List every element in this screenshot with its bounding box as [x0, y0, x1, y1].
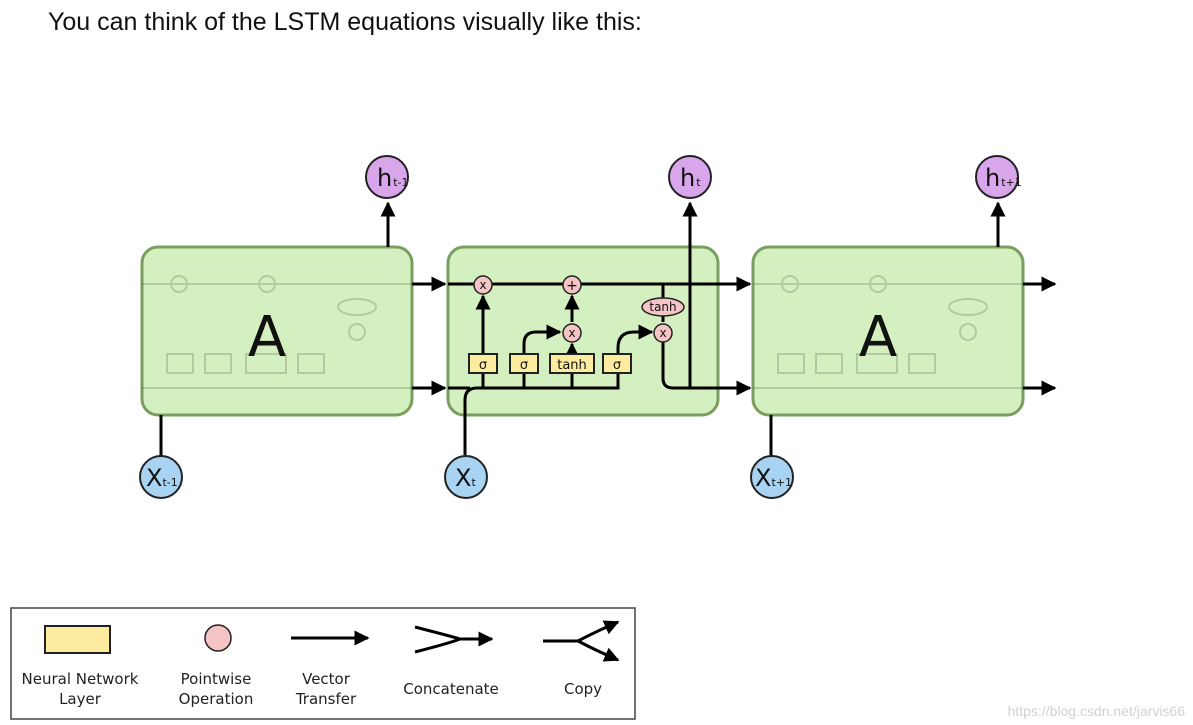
legend: Neural Network Layer Pointwise Operation…: [10, 607, 636, 720]
output-gate-label: σ: [613, 358, 621, 373]
x-node-prev: Xt-1: [139, 455, 183, 499]
candidate-tanh-label: tanh: [557, 358, 587, 373]
h-node-next: ht+1: [975, 155, 1022, 199]
legend-label-neural-network-line2: Layer: [59, 690, 102, 708]
legend-label-vector-line2: Transfer: [295, 690, 357, 708]
svg-text:Xt: Xt: [455, 464, 476, 492]
cell-right-faded-internals: [753, 275, 1023, 389]
legend-label-pointwise-line1: Pointwise: [181, 670, 252, 688]
x-current-base: X: [455, 464, 471, 492]
cell-right: A: [751, 245, 1025, 417]
legend-label-concatenate: Concatenate: [403, 680, 499, 698]
x-next-base: X: [755, 464, 771, 492]
page-heading: You can think of the LSTM equations visu…: [48, 8, 642, 36]
legend-label-pointwise-line2: Operation: [179, 690, 254, 708]
output-multiply-symbol: x: [659, 326, 666, 340]
forget-multiply-symbol: x: [479, 278, 486, 292]
cell-left-faded-internals: [142, 275, 412, 389]
middle-cell-wiring: [448, 201, 718, 455]
legend-label-vector-line1: Vector: [302, 670, 351, 688]
forget-gate-layer: σ: [468, 353, 498, 374]
legend-copy-icon: [543, 620, 620, 662]
output-tanh-symbol: tanh: [649, 300, 676, 314]
cell-left-label: A: [248, 305, 286, 370]
output-tanh-op: tanh: [641, 297, 685, 317]
input-multiply-symbol: x: [568, 326, 575, 340]
legend-label-neural-network-line1: Neural Network: [22, 670, 139, 688]
cell-middle: [446, 245, 720, 417]
cell-right-label: A: [859, 305, 897, 370]
h-next-sub: t+1: [1001, 176, 1022, 189]
legend-label-copy: Copy: [564, 680, 602, 698]
gate-layers: σ σ tanh σ: [468, 353, 632, 374]
svg-text:Xt+1: Xt+1: [755, 464, 792, 492]
candidate-tanh-layer: tanh: [549, 353, 595, 374]
h-prev-sub: t-1: [393, 176, 408, 189]
svg-text:ht-1: ht-1: [377, 164, 409, 192]
h-node-prev: ht-1: [365, 155, 409, 199]
input-nodes: Xt-1 Xt Xt+1: [139, 455, 794, 499]
h-next-base: h: [985, 164, 1000, 192]
input-multiply-op: x: [562, 323, 582, 343]
h-node-current: ht: [668, 155, 712, 199]
inter-cell-arrows: [412, 276, 1057, 396]
input-gate-label: σ: [520, 358, 528, 373]
add-symbol: +: [566, 278, 578, 294]
input-gate-layer: σ: [509, 353, 539, 374]
output-gate-layer: σ: [602, 353, 632, 374]
forget-gate-label: σ: [479, 358, 487, 373]
forget-multiply-op: x: [473, 275, 493, 295]
output-multiply-op: x: [653, 323, 673, 343]
x-next-sub: t+1: [771, 476, 792, 489]
svg-text:ht: ht: [680, 164, 701, 192]
h-current-sub: t: [696, 176, 701, 189]
svg-text:ht+1: ht+1: [985, 164, 1022, 192]
watermark: https://blog.csdn.net/jarvis66: [1007, 703, 1185, 719]
x-prev-sub: t-1: [162, 476, 177, 489]
x-node-current: Xt: [444, 455, 488, 499]
add-op: +: [562, 275, 582, 295]
h-current-base: h: [680, 164, 695, 192]
legend-neural-network-layer-icon: [44, 625, 111, 654]
side-cell-io-lines: [159, 201, 1006, 456]
legend-pointwise-operation-icon: [204, 624, 232, 652]
pointwise-ops: x + x tanh x: [473, 275, 685, 343]
x-prev-base: X: [146, 464, 162, 492]
cell-left: A: [140, 245, 414, 417]
h-prev-base: h: [377, 164, 392, 192]
x-current-sub: t: [471, 476, 476, 489]
output-nodes: ht-1 ht ht+1: [365, 155, 1022, 199]
x-node-next: Xt+1: [750, 455, 794, 499]
legend-concatenate-icon: [414, 625, 494, 654]
svg-text:Xt-1: Xt-1: [146, 464, 178, 492]
